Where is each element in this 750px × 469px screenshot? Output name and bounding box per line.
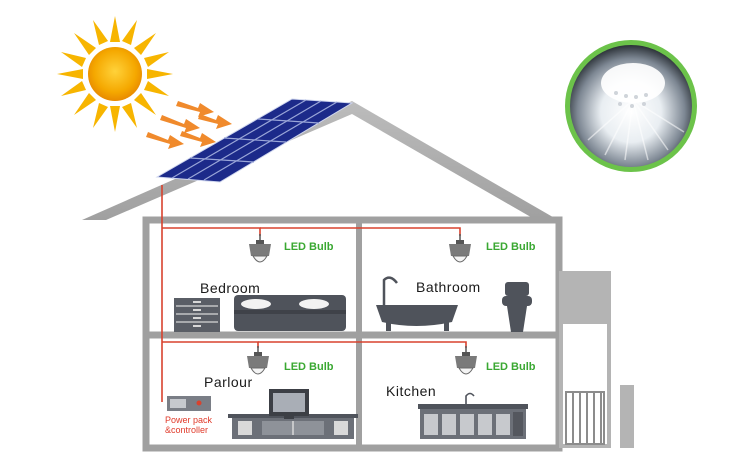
- room-label-parlour: Parlour: [204, 374, 253, 390]
- room-label-kitchen: Kitchen: [386, 383, 436, 399]
- bedroom-dresser-icon: [174, 298, 220, 332]
- sun-icon: [57, 16, 173, 132]
- led-bulb-label-parlour: LED Bulb: [284, 361, 334, 373]
- power-pack-controller-icon: [167, 396, 211, 411]
- led-bulb-label-bedroom: LED Bulb: [284, 241, 334, 253]
- sunlight-arrows: [146, 101, 232, 149]
- kitchen-cabinet-icon: [418, 392, 528, 439]
- toilet-icon: [502, 282, 532, 332]
- room-label-bathroom: Bathroom: [416, 279, 481, 295]
- led-bulb-label-bathroom: LED Bulb: [486, 241, 536, 253]
- room-label-bedroom: Bedroom: [200, 280, 260, 296]
- solar-panel: [155, 98, 354, 183]
- garage-extension: [559, 271, 634, 448]
- house-roof: [82, 101, 558, 220]
- bathtub-icon: [376, 276, 458, 331]
- television-icon: [269, 389, 309, 419]
- led-bulb-label-kitchen: LED Bulb: [486, 361, 536, 373]
- power-pack-label-line2: &controller: [165, 425, 208, 435]
- led-bulb-inset-icon: [565, 40, 697, 172]
- power-pack-label-line1: Power pack: [165, 415, 213, 425]
- bed-icon: [234, 295, 346, 331]
